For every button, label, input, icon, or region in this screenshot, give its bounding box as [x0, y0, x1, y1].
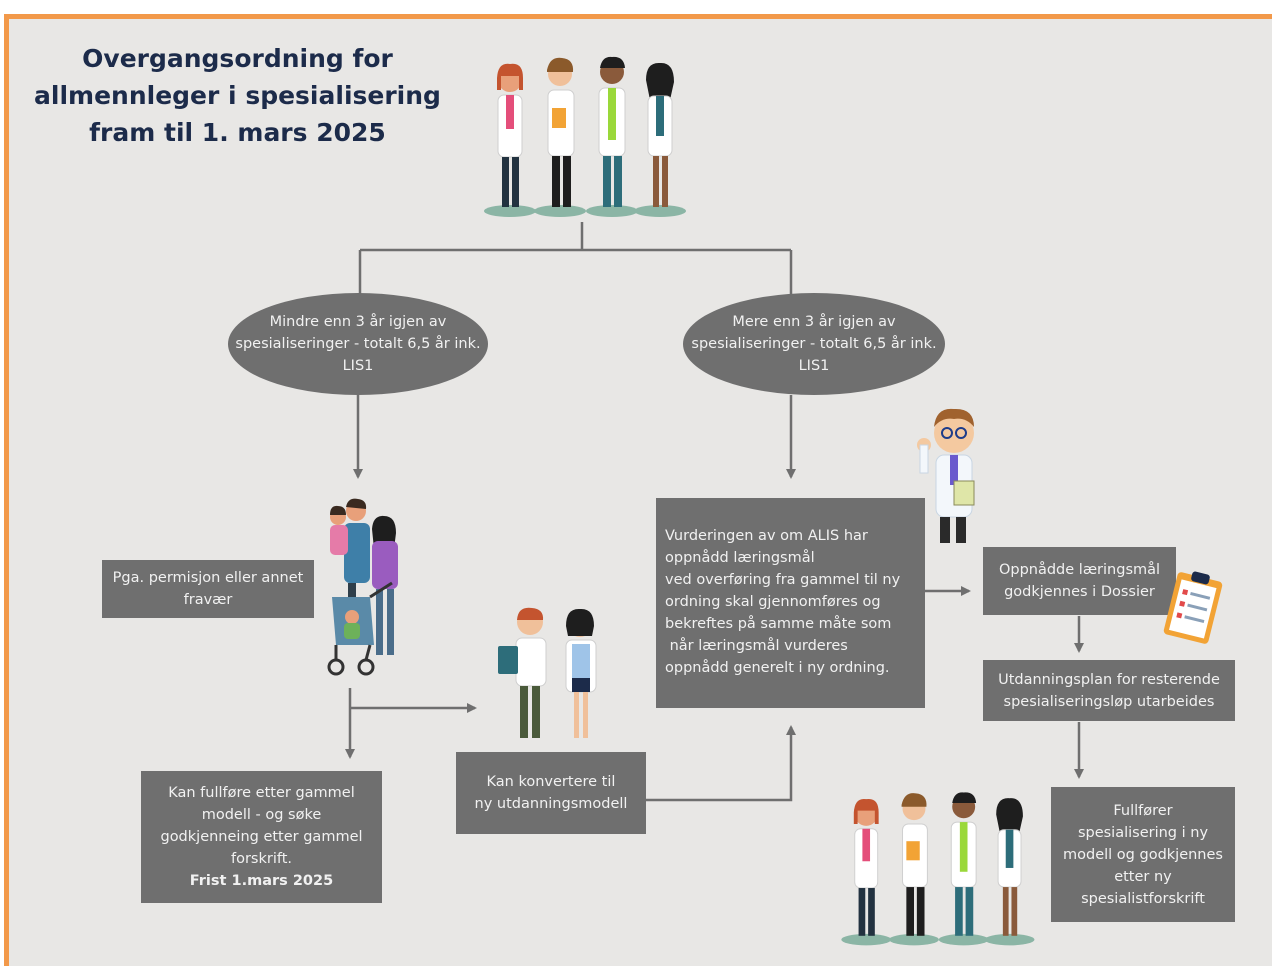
title-line-3: fram til 1. mars 2025 — [89, 118, 386, 147]
clipboard-checklist-icon — [1163, 571, 1223, 644]
convert-box: Kan konvertere til ny utdanningsmodell — [456, 752, 646, 834]
absence-line-1: Pga. permisjon eller annet — [112, 570, 304, 586]
plan-line-1: Utdanningsplan for resterende — [998, 671, 1220, 688]
plan-box: Utdanningsplan for resterende spesialise… — [983, 660, 1235, 721]
deadline-text: Frist 1.mars 2025 — [189, 873, 334, 889]
plan-line-2: spesialiseringsløp utarbeides — [1003, 693, 1215, 710]
assessment-line-7: oppnådd generelt i ny ordning. — [665, 660, 890, 676]
old-model-line-1: Kan fullføre etter gammel — [168, 785, 355, 801]
connector-top-split — [358, 222, 793, 300]
doctor-group-bottom-icon — [841, 792, 1035, 946]
approved-line-1: Oppnådde læringsmål — [998, 562, 1161, 578]
assessment-line-3: ved overføring fra gammel til ny — [665, 572, 901, 588]
assessment-line-2: oppnådd læringsmål — [665, 550, 815, 566]
assessment-line-1: Vurderingen av om ALIS har — [665, 528, 868, 544]
approved-box: Oppnådde læringsmål godkjennes i Dossier — [983, 547, 1176, 615]
absence-box: Pga. permisjon eller annet fravær — [102, 560, 314, 618]
assessment-box: Vurderingen av om ALIS har oppnådd lærin… — [656, 498, 925, 708]
title-line-1: Overgangsordning for — [82, 44, 393, 73]
complete-line-4: etter ny — [1114, 868, 1172, 885]
branch-right-line-3: LIS1 — [798, 358, 830, 374]
doctor-group-icon — [484, 56, 686, 217]
arrow-convert-to-assessment — [646, 725, 796, 802]
assessment-line-4: ordning skal gjennomføres og — [665, 594, 881, 610]
old-model-line-3: godkjenneing etter gammel — [160, 829, 363, 845]
convert-line-2: ny utdanningsmodell — [474, 796, 628, 812]
branch-left-line-1: Mindre enn 3 år igjen av — [269, 314, 447, 330]
approved-line-2: godkjennes i Dossier — [1004, 584, 1155, 600]
assessment-line-5: bekreftes på samme måte som — [665, 616, 892, 632]
family-with-stroller-icon — [327, 498, 398, 676]
branch-right-line-2: spesialiseringer - totalt 6,5 år ink. — [691, 336, 937, 352]
complete-line-5: spesialistforskrift — [1081, 890, 1205, 907]
absence-line-2: fravær — [183, 592, 233, 608]
complete-line-3: modell og godkjennes — [1063, 846, 1223, 863]
branch-right-line-1: Mere enn 3 år igjen av — [732, 314, 896, 330]
doctor-thumbs-up-icon — [917, 408, 975, 543]
doctor-pair-icon — [498, 607, 597, 738]
complete-line-2: spesialisering i ny — [1077, 824, 1209, 841]
complete-box: Fullfører spesialisering i ny modell og … — [1051, 787, 1235, 922]
title-line-2: allmennleger i spesialisering — [34, 81, 441, 110]
old-model-box: Kan fullføre etter gammel modell - og sø… — [141, 771, 382, 903]
branch-left-line-3: LIS1 — [342, 358, 374, 374]
old-model-line-2: modell - og søke — [201, 807, 322, 823]
branch-left-ellipse: Mindre enn 3 år igjen av spesialiseringe… — [228, 293, 488, 395]
old-model-line-4: forskrift. — [230, 851, 293, 867]
branch-right-ellipse: Mere enn 3 år igjen av spesialiseringer … — [683, 293, 945, 395]
branch-left-line-2: spesialiseringer - totalt 6,5 år ink. — [235, 336, 481, 352]
complete-line-1: Fullfører — [1113, 802, 1173, 819]
convert-line-1: Kan konvertere til — [486, 774, 616, 790]
assessment-line-6: når læringsmål vurderes — [665, 638, 848, 654]
page-title: Overgangsordning for allmennleger i spes… — [30, 40, 445, 151]
